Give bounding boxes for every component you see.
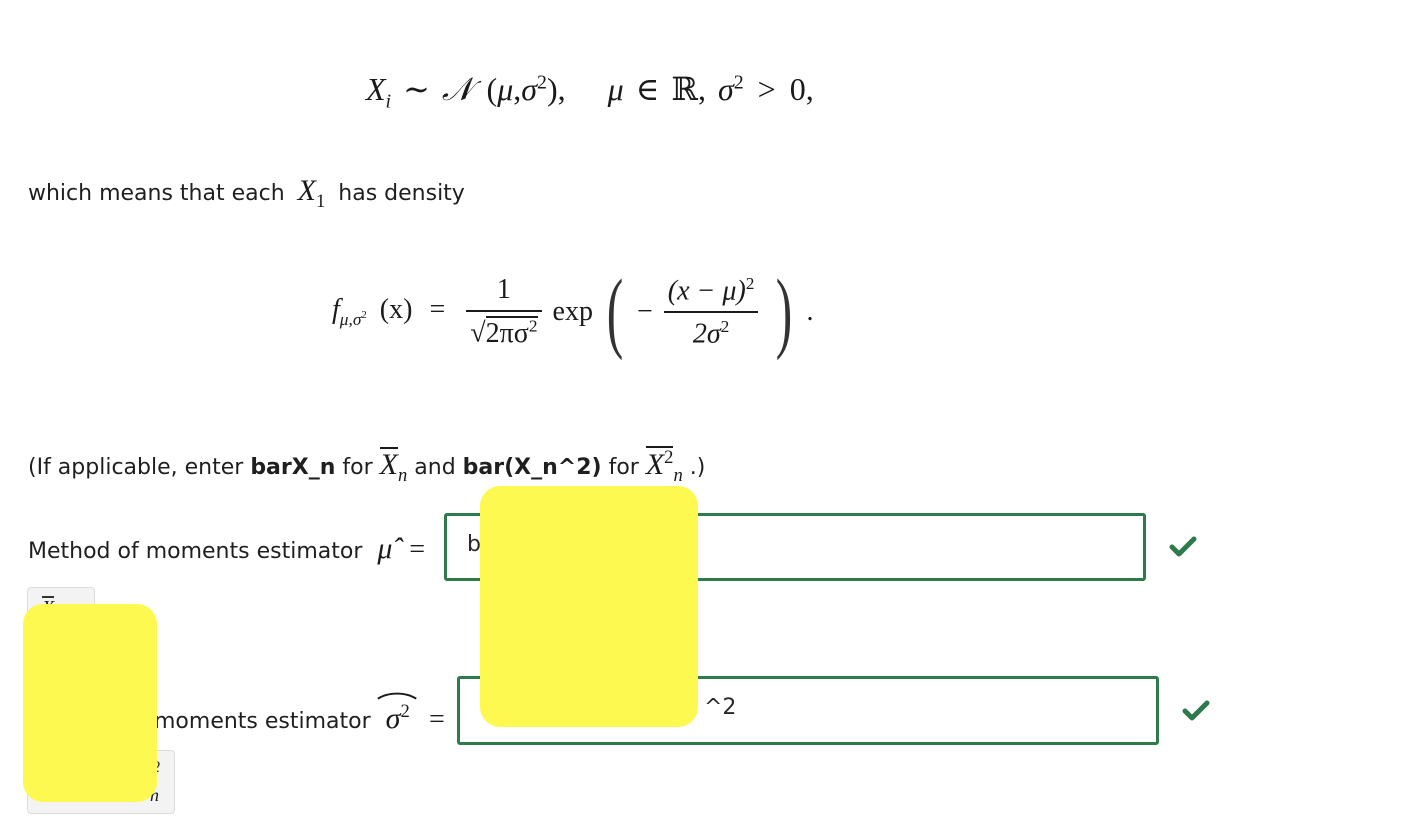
redaction-block <box>480 486 698 727</box>
density-fraction: 1 √2πσ2 <box>466 274 542 349</box>
checkmark-icon <box>1182 700 1210 721</box>
redaction-block <box>23 604 157 802</box>
checkmark-icon <box>1169 536 1197 557</box>
density-formula: fμ,σ2 (x) = 1 √2πσ2 exp ( − (x − μ)2 2σ2… <box>332 262 814 361</box>
density-intro: which means that each X1 has density <box>28 174 465 213</box>
distribution-formula: Xi ∼ 𝒩 (μ,σ2), μ ∈ ℝ, σ2 > 0, <box>366 71 814 113</box>
instruction-text: (If applicable, enter barX_n for Xn and … <box>28 446 706 486</box>
question-mu-label: Method of moments estimator μ̂ = <box>28 532 427 565</box>
question-sigma-label: moments estimator ⌒ σ2 = <box>154 692 447 735</box>
